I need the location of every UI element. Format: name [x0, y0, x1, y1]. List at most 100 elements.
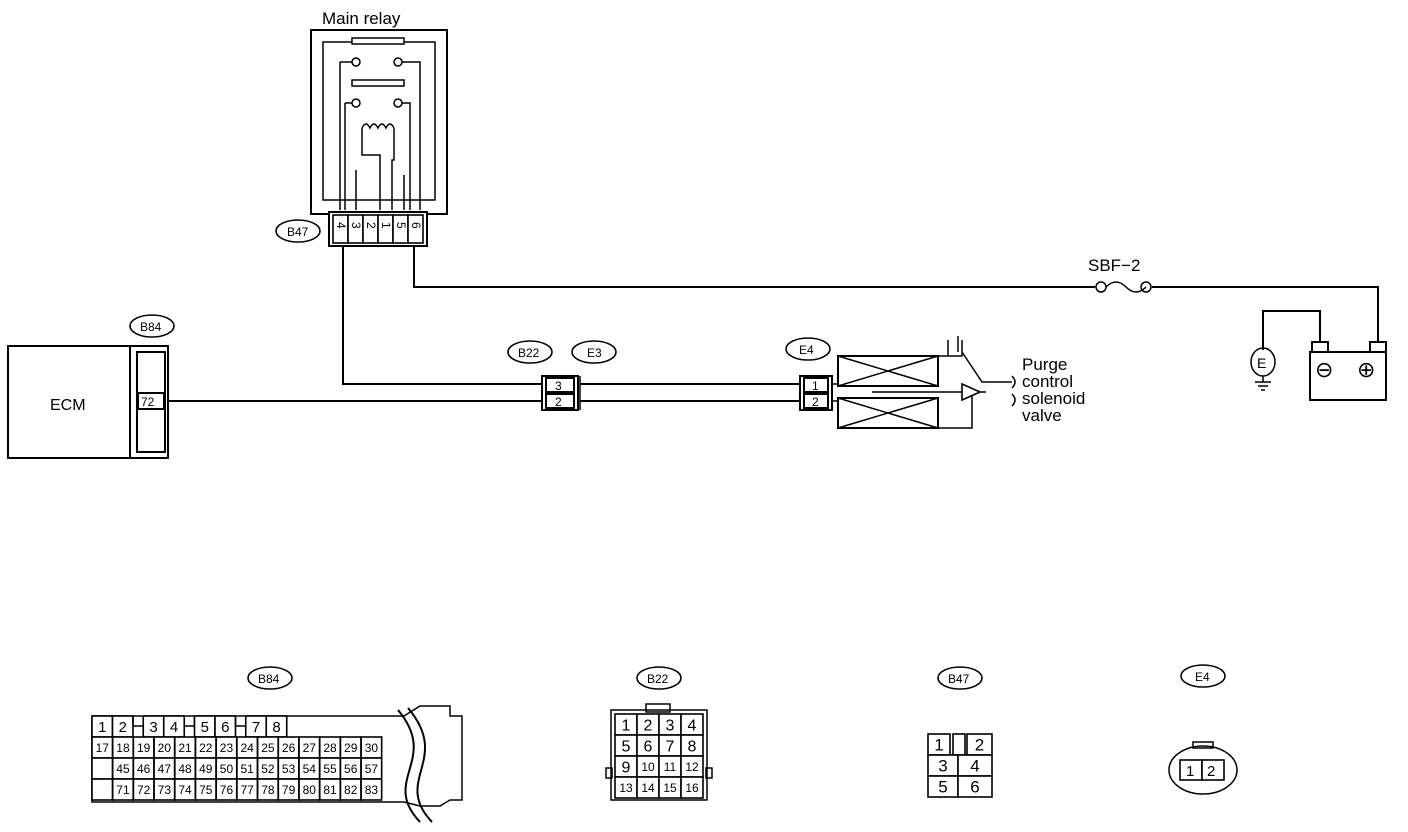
b84-face-pin-74: 74: [178, 783, 192, 797]
b22-e3-connector: 3 2: [541, 375, 581, 411]
b22-face-pin-4: 4: [688, 717, 697, 734]
b84-face-pin-75: 75: [199, 783, 213, 797]
b84-face-blank: [91, 778, 114, 801]
ground-symbol-label: E: [1257, 355, 1266, 371]
b22-face-pin-7: 7: [666, 738, 675, 755]
b84-face-pin-30: 30: [365, 741, 379, 755]
ground-icon: E: [1250, 347, 1276, 391]
b22-face-pin-5: 5: [622, 738, 631, 755]
b84-face-pin-20: 20: [158, 741, 172, 755]
e4-pin-1: 1: [812, 379, 819, 393]
b22-pin-2: 2: [555, 395, 562, 409]
ecm-pin-72: 72: [141, 395, 155, 409]
relay-terminal-1: 1: [379, 222, 393, 229]
relay-terminal-2: 2: [364, 222, 378, 229]
b84-face-pin-8: 8: [272, 719, 280, 736]
b84-face-pin-78: 78: [261, 783, 275, 797]
b84-face-pin-53: 53: [282, 762, 296, 776]
b84-face-pin-29: 29: [344, 741, 358, 755]
b47-face-pin-2: 2: [975, 736, 984, 755]
b84-face-pin-47: 47: [158, 762, 172, 776]
ecm-unit: 72 ECM: [7, 345, 169, 459]
b84-face-pin-72: 72: [137, 783, 151, 797]
b22-face-pin-3: 3: [666, 717, 675, 734]
b47-face-pin-6-cell: [957, 775, 993, 798]
b22-face-pin-2: 2: [644, 717, 653, 734]
b84-face-pin-46: 46: [137, 762, 151, 776]
sbf-fuse-label: SBF−2: [1088, 256, 1140, 275]
purge-label-line1: Purge: [1022, 355, 1067, 374]
b84-face-pin-6: 6: [221, 719, 229, 736]
b22-pin-3: 3: [555, 379, 562, 393]
b84-face-pin-45: 45: [116, 762, 130, 776]
b84-view-title: B84: [258, 672, 280, 686]
b84-face-pin-48: 48: [178, 762, 192, 776]
main-relay: [310, 29, 448, 215]
b84-face-pin-73: 73: [158, 783, 172, 797]
relay-terminal-cell: [347, 214, 364, 244]
b22-view-title: B22: [647, 672, 669, 686]
b47-face-pin-5: 5: [938, 778, 947, 797]
b22-face-pin-13: 13: [619, 781, 633, 795]
b84-face-pin-7: 7: [252, 719, 260, 736]
purge-label-line3: solenoid: [1022, 389, 1085, 408]
b84-face-pin-24: 24: [241, 741, 255, 755]
b84-face-pin-76: 76: [220, 783, 234, 797]
e4-view-title: E4: [1195, 670, 1210, 684]
relay-terminal-cell: [392, 214, 409, 244]
b22-face-pin-11: 11: [664, 760, 677, 774]
b84-face-pin-2: 2: [119, 719, 127, 736]
b84-face-pin-5: 5: [201, 719, 209, 736]
purge-label-line4: valve: [1022, 406, 1062, 425]
relay-terminal-cell: [362, 214, 379, 244]
e4-face-pin-2: 2: [1207, 763, 1215, 780]
e4-id-label: E4: [799, 343, 814, 357]
b84-face-pin-22: 22: [199, 741, 213, 755]
b84-face-pin-26: 26: [282, 741, 296, 755]
relay-terminal-cell: [377, 214, 394, 244]
b22-face-pin-14: 14: [641, 781, 655, 795]
battery: ⊖ ⊕: [1262, 310, 1387, 401]
b84-face-blank: [91, 757, 114, 780]
b22-id-label: B22: [518, 346, 540, 360]
b22-face-pin-15: 15: [663, 781, 677, 795]
purge-control-solenoid-valve: [832, 336, 1016, 429]
b22-face-pin-6: 6: [644, 738, 653, 755]
b84-face-pin-1: 1: [98, 719, 106, 736]
b84-face-pin-49: 49: [199, 762, 213, 776]
b84-face-pin-79: 79: [282, 783, 296, 797]
b22-face-pin-8: 8: [688, 738, 697, 755]
b22-face-pin-16-cell: [680, 776, 704, 799]
b47-id-label: B47: [287, 225, 309, 239]
b84-face-pin-83-cell: [360, 778, 383, 801]
b84-face-pin-82: 82: [344, 783, 358, 797]
b84-face-pin-51: 51: [241, 762, 255, 776]
wire-fuse-to-battery: [1152, 286, 1379, 342]
b84-face-pin-77: 77: [241, 783, 255, 797]
b22-face-pin-10: 10: [641, 760, 655, 774]
b47-face-key: [952, 733, 966, 756]
b84-face-pin-55: 55: [323, 762, 337, 776]
b84-face-pin-25: 25: [261, 741, 275, 755]
e4-pin-2: 2: [812, 395, 819, 409]
wire-relay-4-to-b22-3: [342, 246, 542, 385]
main-relay-label: Main relay: [322, 9, 401, 28]
e4-face-pin-1: 1: [1186, 763, 1194, 780]
b84-face-pin-28: 28: [323, 741, 337, 755]
b22-face-pin-1: 1: [622, 717, 631, 734]
b84-face-pin-50: 50: [220, 762, 234, 776]
b84-face-pin-71: 71: [116, 783, 130, 797]
b84-face-pin-23: 23: [220, 741, 234, 755]
battery-negative: ⊖: [1315, 357, 1333, 382]
b84-face-pin-18: 18: [116, 741, 130, 755]
ecm-label: ECM: [50, 397, 86, 414]
e3-id-label: E3: [587, 346, 602, 360]
b84-id-label: B84: [140, 320, 162, 334]
b84-face-pin-21: 21: [178, 741, 192, 755]
b22-face-pin-16: 16: [685, 781, 699, 795]
